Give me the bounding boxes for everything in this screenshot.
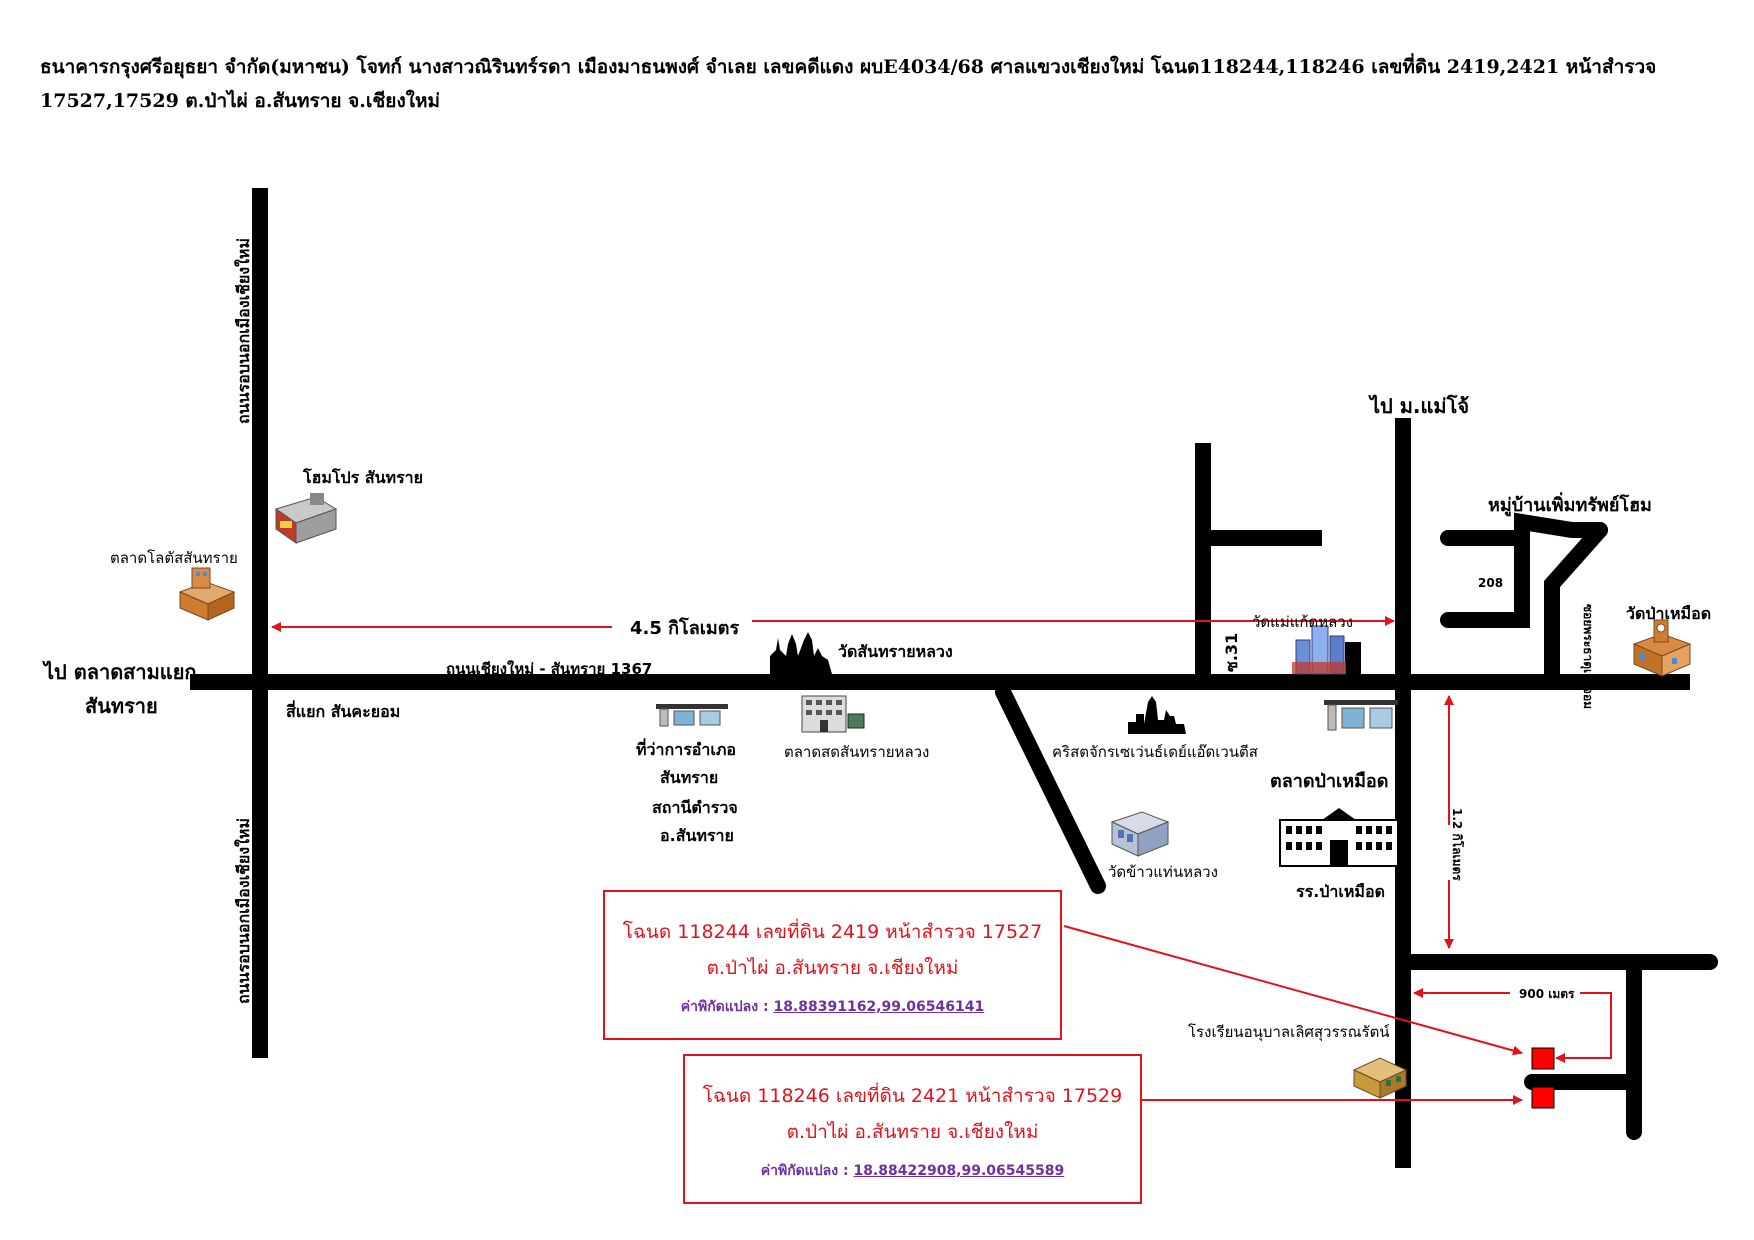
parcel-1-coordinates: ค่าพิกัดแปลง : 18.88391162,99.06546141 (605, 996, 1060, 1018)
pa-mueat-school-label: รร.ป่าเหมือด (1296, 882, 1385, 901)
distance-900m-label: 900 เมตร (1519, 987, 1575, 1001)
wat-maekaet-label: วัดแม่แก้ดหลวง (1252, 613, 1354, 631)
church-silhouette-icon (1128, 696, 1186, 734)
homepro-store-icon (274, 493, 338, 544)
wat-santhai-label: วัดสันทรายหลวง (838, 642, 953, 661)
police-label-1: สถานีตำรวจ (652, 798, 738, 817)
parcel-1-description: โฉนด 118244 เลขที่ดิน 2419 หน้าสำรวจ 175… (622, 921, 1043, 979)
wat-khaotaen-label: วัดข้าวแท่นหลวง (1108, 863, 1218, 881)
parcel-2-coord-label: ค่าพิกัดแปลง : (760, 1163, 849, 1179)
wat-khaotaen-building-icon (1110, 811, 1170, 857)
parcel-2-description: โฉนด 118246 เลขที่ดิน 2421 หน้าสำรวจ 175… (702, 1085, 1123, 1143)
village-soi (1544, 522, 1608, 690)
parcel-2-coord-link[interactable]: 18.88422908,99.06545589 (853, 1163, 1065, 1179)
wat-maekaet-building-icon (1292, 625, 1346, 675)
fresh-market-icon (801, 695, 865, 733)
to-sanamyaek-label-1: ไป ตลาดสามแยก (44, 660, 197, 684)
wat-pa-mueat-building-icon (1632, 619, 1692, 677)
soi-31-label: ซ.31 (1222, 632, 1241, 672)
soi-208-label: 208 (1478, 576, 1504, 590)
to-sanamyaek-label-2: สันทราย (85, 694, 158, 718)
parcel-2-coordinates: ค่าพิกัดแปลง : 18.88422908,99.06545589 (685, 1160, 1140, 1182)
main-road-label: ถนนเชียงใหม่ - สันทราย 1367 (446, 660, 653, 678)
village-road-top (1514, 512, 1608, 546)
kindergarten-building-icon (1352, 1057, 1408, 1099)
arrow-900-right (1555, 992, 1612, 1063)
lotus-label: ตลาดโลตัสสันทราย (110, 549, 238, 567)
parcel-1-coord-link[interactable]: 18.88391162,99.06546141 (773, 999, 985, 1015)
police-label-2: อ.สันทราย (660, 826, 734, 845)
parcel-info-box-2: โฉนด 118246 เลขที่ดิน 2421 หน้าสำรวจ 175… (683, 1054, 1142, 1204)
church-label: คริสตจักรเซเว่นธ์เดย์แอ๊ดเวนตีส (1052, 743, 1258, 761)
parcel-marker-2 (1531, 1086, 1555, 1109)
diagonal-road (995, 684, 1106, 894)
outer-ring-label-north: ถนนรอบนอกเมืองเชียงใหม่ (234, 237, 253, 424)
distance-arrows (271, 616, 1612, 1105)
pa-mueat-market-label: ตลาดป่าเหมือด (1270, 771, 1389, 792)
wat-pa-mueat-label: วัดป่าเหมือด (1626, 604, 1712, 623)
homepro-label: โฮมโปร สันทราย (303, 468, 424, 487)
parcel-marker-1 (1531, 1047, 1555, 1070)
to-maejo-label: ไป ม.แม่โจ้ (1370, 394, 1470, 418)
district-office-icon (656, 704, 728, 727)
pointer-parcel-1 (1063, 925, 1523, 1056)
district-office-label-2: สันทราย (660, 768, 719, 787)
roads (190, 188, 1718, 1168)
kindergarten-label: โรงเรียนอนุบาลเลิศสุวรรณรัตน์ (1188, 1023, 1390, 1041)
parcel-info-box-1: โฉนด 118244 เลขที่ดิน 2419 หน้าสำรวจ 175… (603, 890, 1062, 1040)
santhai-intersection-label: สี่แยก สันคะยอม (286, 702, 401, 721)
village-label: หมู่บ้านเพิ่มทรัพย์โฮม (1488, 495, 1652, 516)
district-office-label-1: ที่ว่าการอำเภอ (636, 740, 736, 759)
distance-4-5km-label: 4.5 กิโลเมตร (630, 618, 740, 639)
map-header: ธนาคารกรุงศรีอยุธยา จำกัด(มหาชน) โจทก์ น… (40, 56, 1657, 112)
temple-silhouette-icon (770, 632, 832, 674)
vertical-soi-label: ซอยพระธาตุเจ้าจอม (1581, 604, 1595, 710)
outer-ring-label-south: ถนนรอบนอกเมืองเชียงใหม่ (234, 817, 253, 1004)
pa-mueat-market-icon (1324, 700, 1398, 731)
village-road-loop (1440, 530, 1530, 628)
pa-mueat-school-icon (1279, 808, 1399, 867)
lotus-market-icon (178, 567, 236, 621)
distance-1-2km-label: 1.2 กิโลเมตร (1450, 808, 1464, 881)
fresh-market-label: ตลาดสดสันทรายหลวง (784, 743, 930, 761)
parcel-1-coord-label: ค่าพิกัดแปลง : (680, 999, 769, 1015)
